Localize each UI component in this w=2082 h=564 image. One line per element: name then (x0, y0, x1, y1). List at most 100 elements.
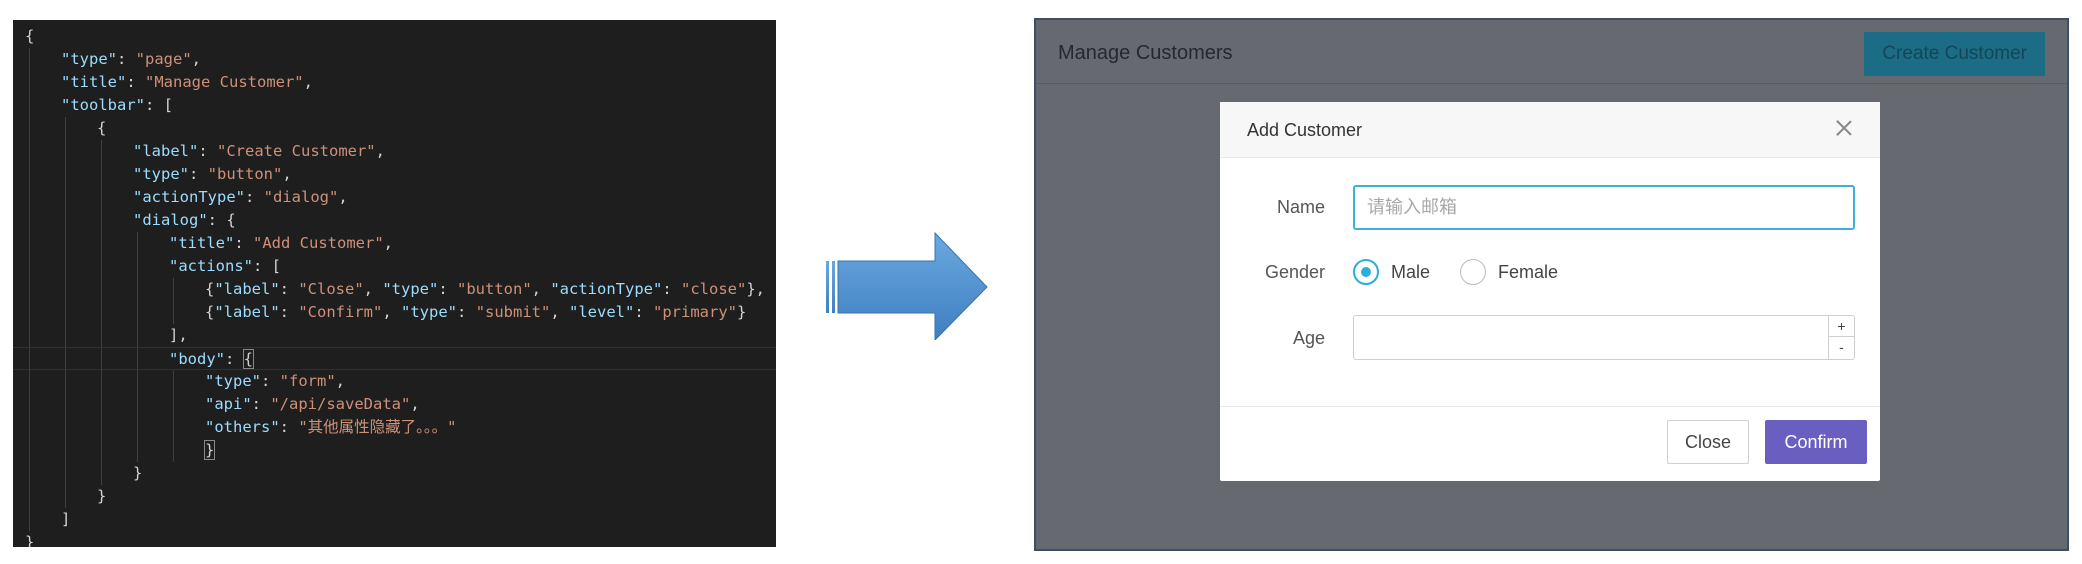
code-text: "type": "form", (205, 370, 345, 393)
indent-guide (173, 301, 174, 324)
code-token: } (25, 533, 35, 547)
code-token: , (191, 50, 202, 68)
code-token: , (335, 372, 346, 390)
indent-guide (101, 348, 102, 371)
code-text: ], (169, 324, 188, 347)
code-text: { (97, 117, 106, 140)
code-token: : { (207, 211, 236, 229)
indent-guide (29, 278, 30, 301)
dialog-footer-divider (1220, 406, 1880, 407)
code-token: "page" (135, 50, 192, 68)
code-token: , (363, 280, 383, 298)
code-text: { (25, 25, 34, 48)
code-text: } (97, 485, 106, 508)
indent-guide (29, 48, 30, 71)
code-token: } (97, 487, 107, 505)
code-token: }, (746, 280, 765, 298)
close-icon[interactable] (1832, 116, 1856, 140)
indent-guide (137, 255, 138, 278)
gender-radio-male[interactable] (1353, 259, 1379, 285)
code-token: , (303, 73, 313, 91)
name-label: Name (1276, 197, 1325, 217)
code-token: "dialog" (133, 211, 208, 229)
code-line: { (13, 117, 776, 140)
code-token: : (234, 234, 253, 252)
indent-guide (29, 462, 30, 485)
code-token: "level" (569, 303, 635, 321)
code-line: "title": "Add Customer", (13, 232, 776, 255)
code-text: "label": "Create Customer", (133, 140, 385, 163)
code-token: , (338, 188, 348, 206)
code-token: "body" (169, 350, 225, 368)
indent-guide (29, 393, 30, 416)
code-token: "form" (279, 372, 336, 390)
indent-guide (29, 209, 30, 232)
code-token: : (662, 280, 681, 298)
indent-guide (101, 140, 102, 163)
code-token: "label" (214, 303, 280, 321)
decrement-button[interactable]: - (1839, 339, 1844, 355)
age-number-input[interactable]: + - (1353, 315, 1855, 360)
code-token: "submit" (475, 303, 551, 321)
code-token: , (382, 303, 402, 321)
code-line: ] (13, 508, 776, 531)
code-token: "button" (457, 280, 532, 298)
code-token: "actions" (169, 257, 253, 275)
indent-guide (29, 439, 30, 462)
gender-label: Gender (1264, 262, 1325, 282)
indent-guide (29, 485, 30, 508)
code-token: "dialog" (263, 188, 339, 206)
indent-guide (29, 301, 30, 324)
code-line: "api": "/api/saveData", (13, 393, 776, 416)
indent-guide (65, 416, 66, 439)
code-text: } (133, 462, 142, 485)
code-text: "title": "Add Customer", (169, 232, 393, 255)
gender-radio-female[interactable] (1460, 259, 1486, 285)
code-token: : [ (253, 257, 281, 275)
page-title: Manage Customers (1058, 42, 1233, 64)
code-text: } (203, 439, 216, 462)
confirm-button[interactable]: Confirm (1765, 420, 1867, 464)
code-line: "type": "form", (13, 370, 776, 393)
indent-guide (65, 255, 66, 278)
code-token: : (279, 280, 299, 298)
code-token: : (117, 50, 136, 68)
code-line: "actionType": "dialog", (13, 186, 776, 209)
indent-guide (101, 163, 102, 186)
code-token: } (133, 464, 143, 482)
indent-guide (173, 439, 174, 462)
indent-guide (101, 209, 102, 232)
dialog-header: Add Customer (1220, 102, 1880, 158)
indent-guide (137, 416, 138, 439)
indent-guide (101, 439, 102, 462)
code-token: { (205, 303, 215, 321)
indent-guide (137, 393, 138, 416)
code-token: "button" (207, 165, 283, 183)
code-token: "type" (61, 50, 117, 68)
code-token: "title" (61, 73, 127, 91)
code-line: "label": "Create Customer", (13, 140, 776, 163)
increment-button[interactable]: + (1829, 316, 1854, 337)
indent-guide (65, 232, 66, 255)
code-line: } (13, 439, 776, 462)
indent-guide (29, 370, 30, 393)
code-token: "其他属性隐藏了。。。" (298, 418, 457, 436)
code-token: : (225, 350, 244, 368)
code-text: "actionType": "dialog", (133, 186, 348, 209)
indent-guide (65, 301, 66, 324)
close-button[interactable]: Close (1667, 420, 1749, 464)
name-input[interactable] (1353, 185, 1855, 230)
code-token: "Manage Customer" (145, 73, 304, 91)
indent-guide (29, 232, 30, 255)
code-line: "others": "其他属性隐藏了。。。" (13, 416, 776, 439)
code-text: "dialog": { (133, 209, 236, 232)
create-customer-button[interactable]: Create Customer (1864, 32, 2045, 76)
code-token: : (126, 73, 145, 91)
code-line: "toolbar": [ (13, 94, 776, 117)
code-token: } (737, 303, 747, 321)
indent-guide (101, 301, 102, 324)
indent-guide (65, 209, 66, 232)
code-token: : (438, 280, 458, 298)
indent-guide (29, 71, 30, 94)
code-token: : (251, 395, 271, 413)
